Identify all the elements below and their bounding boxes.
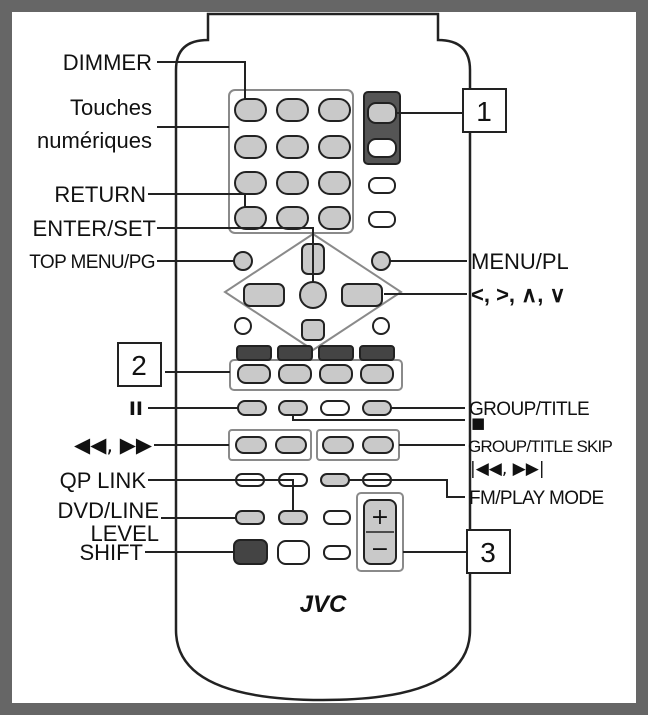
dark-tab [359, 345, 395, 361]
leader-fm-play [349, 479, 465, 498]
label-level: LEVEL [91, 521, 160, 546]
numeric-key[interactable] [276, 135, 309, 159]
small-button[interactable] [323, 510, 351, 525]
numeric-key[interactable] [318, 206, 351, 230]
numeric-key[interactable] [276, 98, 309, 122]
numeric-key[interactable] [318, 171, 351, 195]
function-button[interactable] [237, 364, 271, 384]
label-top-menu-pg: TOP MENU/PG [29, 252, 155, 273]
leader-return [148, 193, 246, 207]
callout-number-3: 3 [480, 537, 496, 568]
label-shift: SHIFT [79, 540, 143, 565]
callout-number-2: 2 [131, 350, 147, 381]
cursor-left-button[interactable] [243, 283, 285, 307]
dark-tab [277, 345, 313, 361]
stop-button[interactable] [278, 400, 308, 416]
numeric-keypad [234, 98, 351, 230]
dimmer-key[interactable] [234, 98, 267, 122]
function-button[interactable] [360, 364, 394, 384]
power-button[interactable] [367, 138, 397, 158]
menu-pl-button[interactable] [371, 251, 391, 271]
function-button[interactable] [278, 364, 312, 384]
fast-forward-button[interactable] [275, 436, 307, 454]
label-menu-pl: MENU/PL [471, 249, 569, 274]
right-round-button[interactable] [372, 317, 390, 335]
cursor-down-button[interactable] [301, 319, 325, 341]
label-group-title-skip: GROUP/TITLE SKIP [468, 437, 612, 456]
label-return: RETURN [54, 182, 146, 207]
small-button[interactable] [323, 545, 351, 560]
standby-button[interactable] [367, 102, 397, 124]
blank-button[interactable] [320, 400, 350, 416]
function-button[interactable] [319, 364, 353, 384]
leader-enter [157, 227, 314, 282]
callout-box-3 [466, 529, 511, 574]
label-numeriques: numériques [37, 128, 152, 153]
pause-button[interactable] [237, 400, 267, 416]
numeric-key[interactable] [234, 171, 267, 195]
label-fm-play-mode: FM/PLAY MODE [469, 488, 604, 509]
skip-prev-button[interactable] [322, 436, 354, 454]
dark-tab [318, 345, 354, 361]
bottom-center-button[interactable] [277, 540, 310, 565]
shift-button[interactable] [233, 539, 268, 565]
label-group-title: GROUP/TITLE [469, 399, 589, 420]
numeric-key[interactable] [318, 98, 351, 122]
top-menu-button[interactable] [233, 251, 253, 271]
color-button-row [236, 345, 395, 384]
numeric-group-outline [228, 89, 354, 234]
level-button[interactable] [278, 510, 308, 525]
fm-play-mode-button[interactable] [320, 473, 350, 487]
skip-next-button[interactable] [362, 436, 394, 454]
callout-number-1: 1 [476, 96, 492, 127]
dvd-line-button[interactable] [235, 510, 265, 525]
right-small-button[interactable] [368, 211, 396, 228]
volume-outline [356, 492, 404, 572]
cursor-right-button[interactable] [341, 283, 383, 307]
enter-set-button[interactable] [299, 281, 327, 309]
label-rew-ff: ◀◀, ▶▶ [74, 433, 153, 457]
rewind-button[interactable] [235, 436, 267, 454]
left-round-button[interactable] [234, 317, 252, 335]
leader-stop [292, 415, 465, 421]
group-title-button[interactable] [362, 400, 392, 416]
return-key[interactable] [234, 206, 267, 230]
label-stop: ■ [471, 414, 485, 432]
numeric-key[interactable] [276, 206, 309, 230]
label-cursor-keys: <, >, ∧, ∨ [471, 282, 566, 307]
numeric-key[interactable] [276, 171, 309, 195]
leader-qp-link [148, 479, 294, 511]
dark-tab [236, 345, 272, 361]
callout-box-2 [117, 342, 162, 387]
numeric-key[interactable] [234, 135, 267, 159]
numeric-key[interactable] [318, 135, 351, 159]
label-qp-link: QP LINK [60, 468, 147, 493]
volume-plus-label: + [371, 505, 389, 530]
callout-box-1 [462, 88, 507, 133]
leader-dimmer [157, 61, 246, 99]
right-small-button[interactable] [368, 177, 396, 194]
color-row-outline [229, 359, 403, 391]
label-dimmer: DIMMER [63, 50, 152, 75]
volume-minus-label: − [371, 537, 389, 562]
label-skip-keys: |◀◀, ▶▶| [470, 459, 545, 479]
label-pause: II [129, 398, 143, 420]
label-enter-set: ENTER/SET [33, 216, 156, 241]
brand-logo: JVC [300, 591, 347, 618]
label-touches: Touches [70, 95, 152, 120]
label-dvd-line: DVD/LINE [58, 498, 159, 523]
